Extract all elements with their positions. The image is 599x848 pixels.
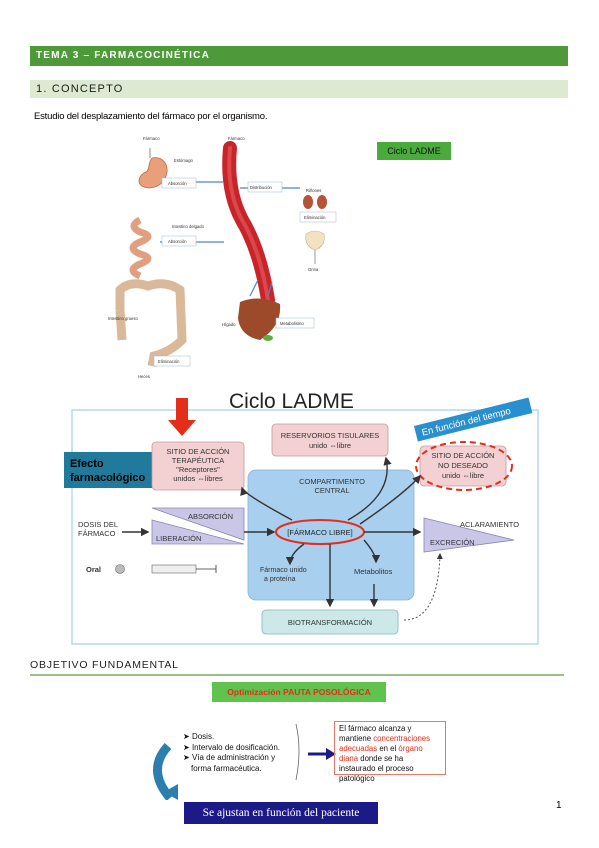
label-eliminacion-1: Eliminación: [158, 359, 180, 364]
pauta-box: Optimización PAUTA POSOLÓGICA: [212, 682, 386, 702]
label-orina: Orina: [308, 267, 319, 272]
label-farmaco-left: Fármaco: [143, 136, 160, 141]
label-distribucion: Distribución: [250, 185, 273, 190]
label-farmaco-right: Fármaco: [228, 136, 245, 141]
aclaramiento-label: ACLARAMIENTO: [460, 520, 519, 529]
efecto-line-1: Efecto: [70, 458, 104, 470]
excrecion-shape: [423, 517, 515, 553]
dosis-line-1: DOSIS DEL: [78, 520, 118, 529]
no-deseado-line-1: SITIO DE ACCIÓN: [432, 451, 495, 460]
result-box: El fármaco alcanza y mantiene concentrac…: [334, 721, 446, 783]
ajustan-banner: Se ajustan en función del paciente: [184, 802, 378, 824]
efecto-line-2: farmacológico: [70, 472, 145, 484]
syringe-icon: [151, 564, 197, 574]
no-deseado-box: [419, 445, 507, 487]
label-eliminacion-2: Eliminación: [304, 215, 326, 220]
flow-arrows: [122, 456, 422, 608]
list-item: ➤ Dosis.: [183, 732, 215, 741]
compartimento-line-1: COMPARTIMENTO: [299, 477, 365, 486]
label-higado: Hígado: [222, 322, 236, 327]
oral-label: Oral: [86, 565, 101, 574]
small-intestine-shape: [129, 216, 152, 280]
reservorios-line-1: RESERVORIOS TISULARES: [281, 431, 380, 440]
intro-text: Estudio del desplazamiento del fármaco p…: [34, 111, 268, 122]
absorcion-shape: [151, 507, 245, 541]
pill-icon: [115, 564, 125, 574]
farmaco-libre-label: [FÁRMACO LIBRE]: [287, 528, 352, 537]
biotransformacion-box: [261, 609, 399, 635]
sitio-accion-line-1: SITIO DE ACCIÓN: [167, 447, 230, 456]
ladme-title: Ciclo LADME: [229, 390, 354, 413]
absorcion-label: ABSORCIÓN: [188, 512, 233, 521]
label-metabolismo: Metabolismo: [280, 321, 304, 326]
reservorios-line-2: unido ⇔libre: [309, 441, 351, 450]
farmaco-unido-line-2: a proteína: [264, 576, 296, 583]
list-brace: [295, 723, 300, 781]
label-rinones: Riñones: [306, 188, 321, 193]
compartimento-line-2: CENTRAL: [314, 486, 349, 495]
liberacion-label: LIBERACIÓN: [156, 534, 201, 543]
sitio-accion-line-2: TERAPÉUTICA: [172, 456, 225, 465]
stomach-shape: [138, 157, 168, 189]
ladme-tag: Ciclo LADME: [377, 142, 451, 160]
dosis-line-2: FÁRMACO: [78, 529, 116, 538]
objetivo-decor: [153, 723, 336, 800]
list-item: ➤ Intervalo de dosificación.: [183, 742, 280, 752]
sitio-accion-line-3: "Receptores": [176, 465, 220, 474]
efecto-box: [64, 452, 152, 488]
list-item: forma farmacéutica.: [191, 763, 262, 773]
no-deseado-line-2: NO DESEADO: [438, 461, 488, 470]
blue-arrow-head: [326, 748, 336, 760]
label-intestino-grueso: Intestino grueso: [108, 316, 138, 321]
sitio-accion-box: [151, 441, 245, 491]
kidney-left-shape: [303, 195, 313, 209]
kidney-right-shape: [317, 195, 327, 209]
bladder-shape: [305, 230, 325, 251]
liver-shape: [238, 298, 281, 340]
sitio-accion-line-4: unidos ⇔libres: [173, 474, 223, 483]
large-intestine-shape: [115, 279, 187, 367]
objetivo-divider: [30, 674, 564, 676]
ladme-diagram: Ciclo LADME En función del tiempo Efecto…: [64, 390, 539, 645]
label-absorcion-2: Absorción: [168, 239, 187, 244]
chapter-title: TEMA 3 – FARMACOCINÉTICA: [30, 46, 568, 66]
label-intestino-delgado: Intestino delgado: [172, 224, 205, 229]
anatomy-figure: Fármaco Fármaco Estómago Absorción Intes…: [108, 136, 337, 379]
no-deseado-highlight: [415, 441, 513, 491]
label-absorcion-1: Absorción: [168, 181, 187, 186]
biotransformacion-label: BIOTRANSFORMACIÓN: [288, 618, 372, 627]
reservorios-box: [271, 423, 389, 457]
metabolitos-label: Metabolitos: [354, 567, 393, 576]
label-estomago: Estómago: [174, 158, 194, 163]
page-number: 1: [556, 800, 562, 811]
objetivo-heading: OBJETIVO FUNDAMENTAL: [30, 659, 179, 671]
farmaco-unido-line-1: Fármaco unido: [260, 567, 307, 574]
liberacion-shape: [151, 519, 245, 545]
objetivo-list: ➤ Dosis. ➤ Intervalo de dosificación. ➤ …: [183, 732, 280, 774]
red-down-arrow: [168, 398, 196, 436]
section-heading: 1. CONCEPTO: [30, 80, 568, 98]
no-deseado-line-3: unido ⇔libre: [442, 471, 484, 480]
excrecion-label: EXCRECIÓN: [430, 538, 475, 547]
label-heces: Heces: [138, 374, 150, 379]
list-item: ➤ Vía de administración y: [183, 753, 276, 762]
